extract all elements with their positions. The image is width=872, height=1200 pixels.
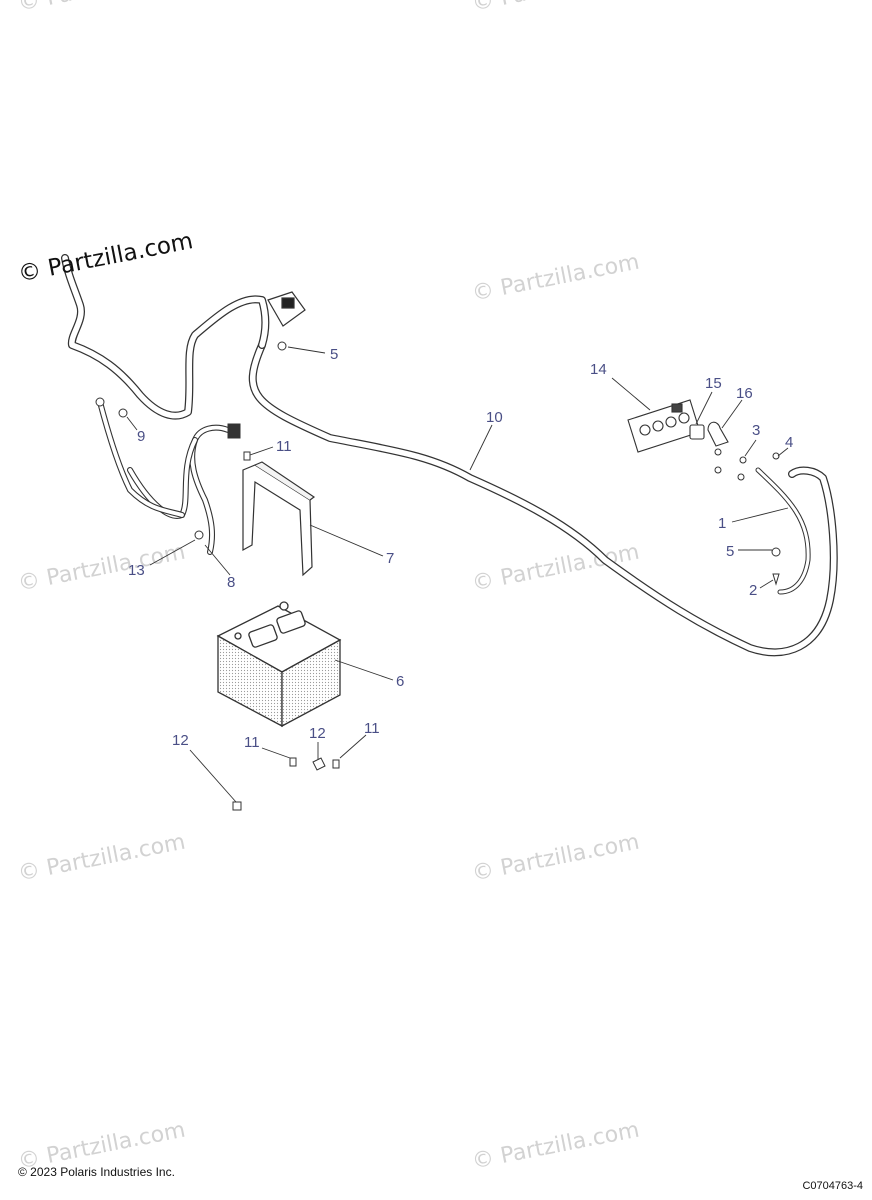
harness-connector [267, 291, 306, 327]
battery-bracket-7 [242, 461, 316, 577]
callout-6: 6 [396, 673, 404, 690]
cable-1 [755, 467, 811, 595]
callout-1: 1 [718, 515, 726, 532]
harness-cable-10 [248, 341, 838, 657]
negative-cable-8 [127, 423, 241, 555]
diagram-code: C0704763-4 [802, 1180, 863, 1192]
leader-lines [126, 346, 789, 803]
callout-3: 3 [752, 422, 760, 439]
callout-16: 16 [736, 385, 753, 402]
battery-6 [216, 601, 342, 728]
copyright-text: © 2023 Polaris Industries Inc. [18, 1165, 175, 1179]
callout-2: 2 [749, 582, 757, 599]
callout-11-right: 11 [364, 720, 380, 737]
callout-5-top: 5 [330, 346, 338, 363]
callout-9: 9 [137, 428, 145, 445]
callout-7: 7 [386, 550, 394, 567]
callout-4: 4 [785, 434, 793, 451]
callout-8: 8 [227, 574, 235, 591]
callout-14: 14 [590, 361, 607, 378]
callout-15: 15 [705, 375, 722, 392]
terminal-block-14 [627, 399, 701, 453]
callout-5-right: 5 [726, 543, 734, 560]
left-harness-branch [61, 254, 270, 420]
callout-12-left: 12 [172, 732, 189, 749]
callout-11-top: 11 [276, 438, 292, 455]
fuse-15 [689, 424, 705, 440]
callout-10: 10 [486, 409, 503, 426]
ground-cable [95, 397, 185, 518]
callout-11-left: 11 [244, 734, 260, 751]
fasteners [118, 341, 781, 811]
clip-16 [707, 421, 729, 447]
callout-13: 13 [128, 562, 145, 579]
callout-12-right: 12 [309, 725, 326, 742]
